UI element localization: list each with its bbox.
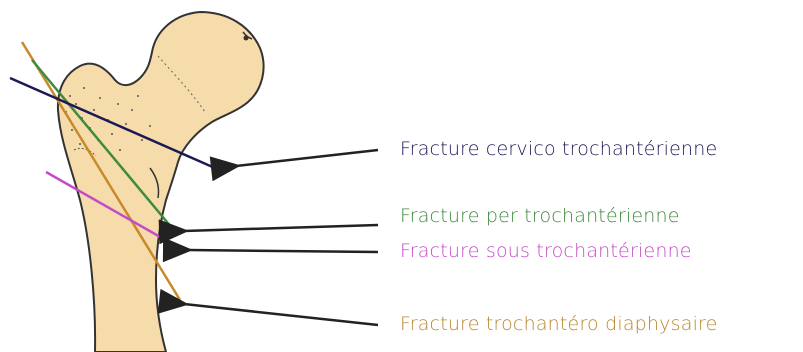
femur-bone xyxy=(58,12,264,352)
label-fracture-sous-trochanterienne: Fracture sous trochantérienne xyxy=(400,240,692,262)
arrow-per xyxy=(184,225,378,231)
arrow-cervico xyxy=(236,150,378,166)
fovea-dot xyxy=(244,36,249,41)
label-fracture-trochantero-diaphysaire: Fracture trochantéro diaphysaire xyxy=(400,313,718,335)
arrow-diaph xyxy=(184,304,378,325)
arrow-sous xyxy=(188,250,378,252)
label-fracture-per-trochanterienne: Fracture per trochantérienne xyxy=(400,205,680,227)
label-fracture-cervico-trochanterienne: Fracture cervico trochantérienne xyxy=(400,138,717,160)
